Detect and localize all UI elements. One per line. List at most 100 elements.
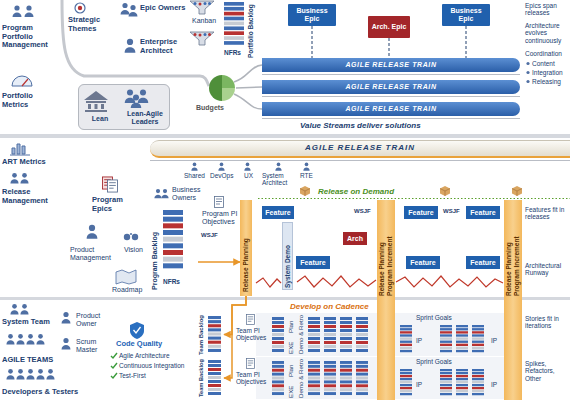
team-icon	[6, 334, 14, 344]
system-team-icon	[10, 304, 18, 314]
story-stack	[472, 369, 484, 395]
node-text: Lean	[83, 115, 117, 123]
section-label: Enterprise Architect	[140, 38, 186, 55]
node-text: NFRs	[163, 278, 180, 285]
story-stack	[272, 317, 284, 352]
developer-icon	[26, 369, 34, 379]
agile-release-train: AGILE RELEASE TRAIN	[150, 140, 570, 158]
iteration-phase: EXE	[287, 386, 294, 398]
release-planning-bar: Release Planning	[240, 200, 252, 296]
program-backlog: Program BacklogNFRs	[148, 206, 198, 294]
team-backlog: Team Backlog	[198, 313, 224, 356]
rte-icon	[303, 163, 309, 171]
kanban-funnel	[190, 1, 214, 14]
section-label: Release Management	[2, 188, 54, 205]
small-label: IP	[416, 337, 422, 344]
budget-slice	[222, 75, 235, 88]
theme-icon	[78, 6, 82, 10]
iteration-phase: Plan	[287, 321, 294, 333]
section-divider	[0, 134, 570, 138]
small-label: Team PI Objectives	[236, 327, 270, 342]
section-label: Program Epics	[92, 196, 132, 213]
node-text: Feature	[410, 259, 435, 267]
vision-icon	[130, 233, 132, 235]
backlog-stack	[163, 210, 183, 268]
bullet	[526, 71, 529, 74]
release-manager-icon	[10, 173, 18, 183]
role-label: Scrum Master	[76, 338, 112, 354]
metrics-needle	[22, 79, 28, 86]
story-stack	[440, 325, 452, 352]
side-note: Integration	[532, 69, 563, 76]
role-label: Kanban	[192, 17, 216, 25]
node-text: Program Increment	[387, 236, 394, 296]
release-train: AGILE RELEASE TRAIN	[262, 80, 520, 94]
small-label: Sprint Goals	[416, 358, 452, 365]
developer-icon	[46, 369, 54, 379]
business-epic: Business Epic	[288, 4, 336, 26]
node-text: Feature	[300, 259, 325, 267]
node-text: NFRs	[224, 49, 241, 56]
scrum-master-icon	[62, 338, 71, 350]
developer-icon	[36, 369, 44, 379]
small-label: System Architect	[262, 172, 296, 187]
art-rail	[150, 160, 570, 161]
node-text: Team Backlog	[199, 359, 205, 397]
small-label: RTE	[300, 172, 313, 179]
wsjf-badge: WSJF	[354, 208, 371, 215]
kanban-dot	[199, 34, 202, 37]
node-text: Feature	[408, 209, 433, 217]
story-stack	[400, 369, 412, 395]
epic-link	[312, 26, 313, 58]
backlog-stack	[224, 2, 244, 45]
section-label: AGILE TEAMS	[2, 356, 53, 365]
story-stack	[324, 361, 336, 395]
node-text: Business Epic	[290, 7, 334, 22]
vision-icon	[124, 234, 130, 240]
kanban-dot	[199, 3, 202, 6]
node-text: Feature	[470, 259, 495, 267]
story-stack	[356, 361, 368, 395]
release-caption: Release on Demand	[318, 187, 394, 196]
side-note: Epics span releases	[525, 2, 568, 17]
epic-link	[389, 38, 390, 58]
team-icon	[16, 334, 24, 344]
objectives-icon	[246, 315, 254, 325]
feature: Feature	[466, 206, 500, 219]
node-text: Release Planning	[506, 242, 513, 296]
release-cube	[300, 186, 310, 196]
portfolio-backlog: Portfolio BacklogNFRs	[221, 0, 259, 62]
small-label: Test-First	[119, 372, 146, 379]
story-stack	[340, 317, 352, 352]
team-backlog: Team Backlog	[198, 357, 224, 399]
node-text: AGILE RELEASE TRAIN	[345, 61, 436, 69]
objectives-icon	[215, 197, 224, 208]
node-text: Arch	[347, 235, 363, 243]
program-increment-bar: Release PlanningProgram Increment	[504, 200, 522, 400]
backlog-stack	[208, 316, 221, 352]
node-text: AGILE RELEASE TRAIN	[345, 105, 436, 113]
node-text: Program Backlog	[151, 232, 158, 290]
story-stack	[340, 361, 352, 395]
story-stack	[440, 369, 452, 395]
role-label: Vision	[124, 246, 143, 254]
small-label: IP	[491, 337, 497, 344]
check-mark	[111, 363, 117, 368]
section-label: Epic Owners	[140, 4, 185, 13]
release-train: AGILE RELEASE TRAIN	[262, 102, 520, 116]
vision-icon	[132, 234, 138, 240]
check-mark	[111, 373, 117, 378]
section-label: System Team	[2, 318, 50, 327]
cadence-caption: Develop on Cadence	[290, 302, 369, 311]
lean-panel: LeanLean-Agile Leaders	[78, 84, 170, 130]
business-owner-icon	[161, 189, 168, 198]
train-rail	[262, 75, 520, 119]
metrics-gauge	[12, 76, 32, 86]
business-epic: Business Epic	[442, 4, 490, 26]
small-label: Continuous Integration	[119, 362, 184, 369]
arch-epic: Arch. Epic	[368, 16, 410, 38]
role-label: Business Owners	[172, 186, 208, 202]
side-note: Spikes, Refactors, Other	[525, 360, 568, 382]
architect-icon	[275, 163, 281, 171]
quality-check	[134, 327, 141, 333]
